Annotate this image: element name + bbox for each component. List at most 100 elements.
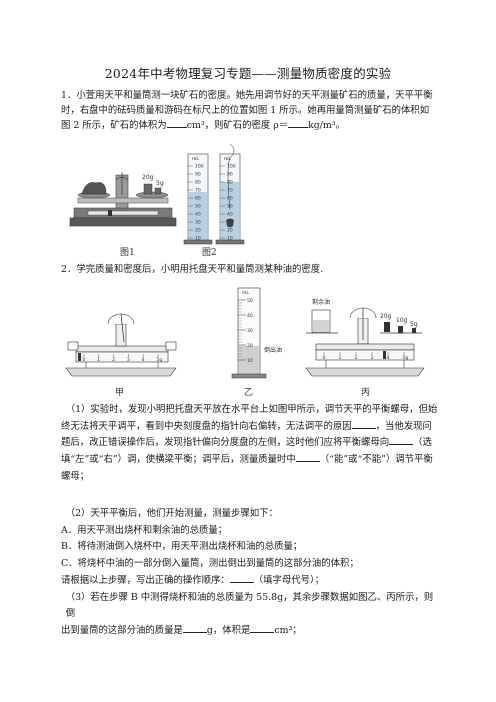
cylinder-tick-label: 70 bbox=[195, 188, 201, 194]
yi-tick-label: 30 bbox=[247, 328, 253, 334]
yi-tick-label: 50 bbox=[247, 298, 253, 304]
q2-p1-line1: （1）实验时，发现小明把托盘天平放在水平台上如图甲所示，调节天平的平衡螺母，但始 bbox=[65, 404, 438, 415]
cylinder-tick-label: 70 bbox=[227, 188, 233, 194]
q2-p1-l4b: （“能”或“不能”）调节平衡 bbox=[319, 454, 433, 466]
cylinder-tick-label: 80 bbox=[227, 180, 233, 186]
cylinder-before: mL bbox=[183, 153, 213, 245]
cylinder-tick-label: 40 bbox=[195, 212, 201, 218]
q1-text: 1．小萱用天平和量筒测一块矿石的密度。她先用调节好的天平测量矿石的质量，天平平衡… bbox=[61, 88, 437, 134]
cyl2-unit: mL bbox=[224, 156, 231, 162]
balance-foot bbox=[69, 217, 177, 227]
scale-number: 3 bbox=[371, 355, 374, 361]
yi-tick-label: 20 bbox=[247, 343, 253, 349]
remaining-oil-label: 剩余油 bbox=[312, 298, 330, 306]
q2-p1-line3: 题后，改正错误操作后，发现指针偏向分度盘的左侧，这时他们应将平衡螺母向（选 bbox=[61, 435, 441, 452]
cylinder-tick-label: 20 bbox=[195, 228, 201, 234]
weight-5g-label: 5g bbox=[410, 321, 418, 328]
oil-mass-blank[interactable] bbox=[182, 624, 207, 634]
left-nut[interactable] bbox=[67, 341, 79, 351]
oil-volume-blank[interactable] bbox=[250, 624, 275, 634]
fig2-label: 图2 bbox=[202, 248, 217, 258]
cylinder-tick-label: 100 bbox=[195, 164, 204, 170]
q2-intro-text: 学完质量和密度后，小明用托盘天平和量筒测某种油的密度. bbox=[76, 264, 324, 275]
step-b: B．将待测油倒入烧杯中，用天平测出烧杯和油的总质量； bbox=[61, 541, 303, 553]
cylinder-after: mL bbox=[215, 143, 245, 245]
rider[interactable] bbox=[108, 210, 112, 216]
can-adjust-blank[interactable] bbox=[295, 453, 320, 463]
bing-weight-10g bbox=[398, 326, 403, 333]
thread bbox=[227, 143, 235, 211]
right-nut[interactable] bbox=[165, 341, 177, 351]
order-blank[interactable] bbox=[229, 573, 254, 583]
cylinder-tick-label: 80 bbox=[195, 180, 201, 186]
yi-tick-label: 40 bbox=[247, 313, 253, 319]
figure-1-balance: 20g 5g bbox=[69, 172, 177, 227]
fig-jia-label: 甲 bbox=[115, 388, 125, 398]
rock bbox=[81, 182, 107, 195]
q2-part2: （2）天平平衡后，他们开始测量，测量步骤如下： A．用天平测出烧杯和剩余油的总质… bbox=[61, 506, 441, 640]
q2-p3-l2b: g，体积是 bbox=[206, 625, 251, 637]
scale-number: 3 bbox=[127, 357, 130, 363]
yi-oil bbox=[239, 346, 259, 374]
q2-p3-line1: （3）若在步骤 B 中测得烧杯和油的总质量为 55.8g，其余步骤数据如图乙、丙… bbox=[65, 591, 434, 620]
jia-scale bbox=[75, 351, 169, 363]
scale-number: 0 bbox=[83, 357, 86, 363]
step-c: C．将烧杯中油的一部分倒入量筒，测出倒出到量筒的这部分油的体积； bbox=[61, 558, 359, 570]
q2-p1-l3b: （选 bbox=[413, 437, 432, 449]
q2-p1-l2b: ，当他发现问 bbox=[375, 420, 432, 432]
direction-blank[interactable] bbox=[389, 436, 414, 446]
scale-number: 1 bbox=[97, 357, 100, 363]
q2-p1-line4: 填“左”或“右”）调，使横梁平衡；调平后，测量质量时中（“能”或“不能”）调节平… bbox=[61, 452, 441, 469]
q2-p1-line2: 终无法将天平调平，看到中央刻度盘的指针向右偏转，无法调平的原因 ，当他发现问 bbox=[61, 419, 441, 436]
cylinder-tick-label: 90 bbox=[227, 172, 233, 178]
water-level-after bbox=[221, 182, 239, 240]
jia-rider[interactable] bbox=[78, 353, 81, 361]
cylinder-tick-label: 50 bbox=[195, 204, 201, 210]
q2-p1-l2a: 终无法将天平调平，看到中央刻度盘的指针向右偏转，无法调平的原因 bbox=[61, 420, 352, 432]
cylinder-tick-label: 10 bbox=[227, 236, 233, 242]
cylinder-tick-label: 100 bbox=[227, 164, 236, 170]
jia-beam bbox=[75, 345, 169, 353]
yi-unit: mL bbox=[242, 290, 249, 296]
page-title: 2024年中考物理复习专题——测量物质密度的实验 bbox=[104, 66, 392, 81]
weight-label-5g: 5g bbox=[156, 180, 164, 187]
weight-5g bbox=[154, 187, 162, 195]
bing-weight-20g bbox=[384, 322, 390, 332]
scale-number: 1 bbox=[339, 355, 342, 361]
q2-p2-text: （2）天平平衡后，他们开始测量，测量步骤如下： bbox=[65, 508, 278, 519]
reason-blank[interactable] bbox=[351, 419, 376, 429]
bing-rider[interactable] bbox=[383, 351, 386, 359]
cylinder-tick-label: 60 bbox=[227, 196, 233, 202]
weight-label-20g: 20g bbox=[142, 174, 154, 181]
order-text-a: 请根据以上步骤，写出正确的操作顺序： bbox=[61, 574, 230, 586]
bing-scale bbox=[315, 349, 415, 361]
q1-line-1: 1．小萱用天平和量筒测一块矿石的密度。她先用调节好的天平测量矿石的质量，天平平衡 bbox=[61, 88, 437, 103]
scale-number: 4 bbox=[387, 355, 390, 361]
oil-poured-label: 倒出油 bbox=[264, 346, 282, 354]
q1-line-2: 时，右盘中的砝码质量和游码在标尺上的位置如图 1 所示。她再用量筒测量矿石的体积… bbox=[61, 105, 430, 117]
scale-number: 2 bbox=[112, 357, 115, 363]
jia-pointer bbox=[120, 313, 125, 343]
cylinder-tick-label: 10 bbox=[195, 236, 201, 242]
order-text-b: （填字母代号）； bbox=[253, 574, 325, 586]
q1-line1-text: 小萱用天平和量筒测一块矿石的密度。她先用调节好的天平测量矿石的质量，天平平衡 bbox=[76, 90, 433, 101]
volume-blank[interactable] bbox=[166, 119, 187, 129]
water-level-before bbox=[189, 192, 207, 240]
fig-bing-label: 丙 bbox=[361, 388, 371, 398]
weight-10g-label: 10g bbox=[396, 317, 408, 324]
balance-beam bbox=[77, 197, 169, 204]
weight-20g-label: 20g bbox=[380, 313, 392, 320]
density-blank[interactable] bbox=[288, 119, 309, 129]
cylinder-tick-label: 40 bbox=[227, 212, 233, 218]
weight-20g bbox=[143, 183, 153, 195]
cylinder-tick-label: 20 bbox=[227, 228, 233, 234]
cylinder-tick-label: 30 bbox=[195, 220, 201, 226]
